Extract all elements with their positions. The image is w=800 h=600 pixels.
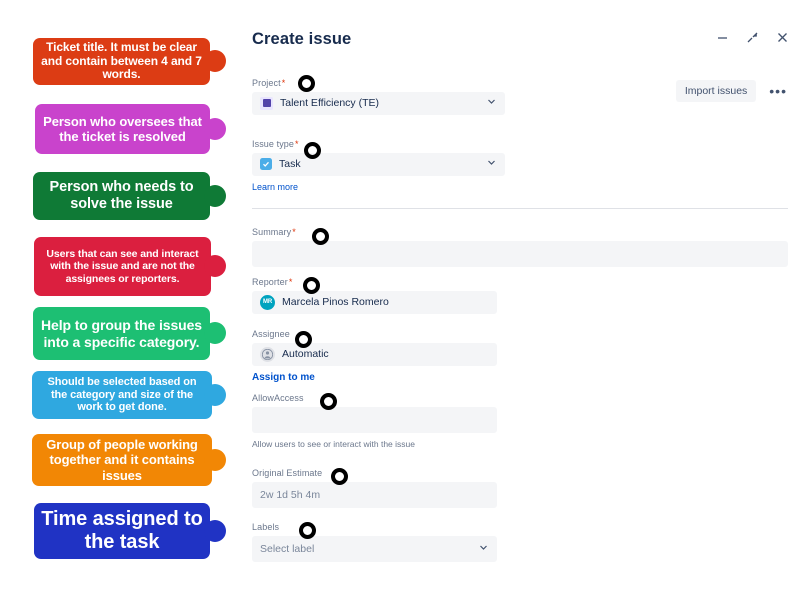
annotation-callout-project-note: Group of people working together and it … <box>32 434 212 486</box>
annotation-callout-estimate-note: Time assigned to the task <box>34 503 210 559</box>
issue-type-field: Issue type* Task Learn more <box>252 139 505 195</box>
task-type-icon <box>260 158 272 171</box>
annotation-callout-reporter-note: Person who oversees that the ticket is r… <box>35 104 210 154</box>
assignee-label: Assignee <box>252 329 290 339</box>
original-estimate-field: Original Estimate 2w 1d 5h 4m <box>252 468 497 508</box>
original-estimate-label: Original Estimate <box>252 468 323 478</box>
reporter-field: Reporter* MR Marcela Pinos Romero <box>252 277 497 314</box>
callout-endpoint-dot <box>204 322 226 344</box>
reporter-label: Reporter* <box>252 277 293 287</box>
labels-label: Labels <box>252 522 280 532</box>
issue-type-select[interactable]: Task <box>252 152 505 176</box>
labels-placeholder: Select label <box>260 542 315 555</box>
chevron-down-icon <box>487 158 496 170</box>
callout-endpoint-dot <box>204 384 226 406</box>
window-controls <box>715 30 790 45</box>
annotation-callout-issue-type-note: Should be selected based on the category… <box>32 371 212 419</box>
callout-endpoint-dot <box>204 185 226 207</box>
close-icon[interactable] <box>775 30 790 45</box>
summary-input[interactable] <box>252 240 788 267</box>
callout-endpoint-dot <box>204 118 226 140</box>
annotation-callout-allow-access-note: Users that can see and interact with the… <box>34 237 211 296</box>
minimize-icon[interactable] <box>715 30 730 45</box>
original-estimate-input[interactable]: 2w 1d 5h 4m <box>252 481 497 508</box>
annotation-callout-assignee-note: Person who needs to solve the issue <box>33 172 210 220</box>
issue-type-label: Issue type* <box>252 139 299 149</box>
user-avatar-icon <box>260 346 275 362</box>
summary-label: Summary* <box>252 227 296 237</box>
collapse-expand-icon[interactable] <box>745 30 760 45</box>
import-issues-button[interactable]: Import issues <box>675 80 757 102</box>
more-options-icon[interactable]: ••• <box>769 83 787 99</box>
dialog-actions: Import issues ••• <box>675 80 790 102</box>
section-divider <box>252 208 788 209</box>
project-label: Project* <box>252 78 286 88</box>
allow-access-field: AllowAccess Allow users to see or intera… <box>252 393 497 449</box>
annotation-callout-summary-note: Ticket title. It must be clear and conta… <box>33 38 210 85</box>
callout-endpoint-dot <box>204 50 226 72</box>
assignee-value: Automatic <box>282 348 329 361</box>
labels-field: Labels Select label <box>252 522 497 562</box>
chevron-down-icon <box>487 97 496 109</box>
create-issue-dialog: Create issue Import issues ••• Project* … <box>240 0 800 600</box>
project-field: Project* Talent Efficiency (TE) <box>252 78 505 115</box>
reporter-value: Marcela Pinos Romero <box>282 296 389 309</box>
project-value: Talent Efficiency (TE) <box>280 97 380 110</box>
original-estimate-placeholder: 2w 1d 5h 4m <box>260 488 321 501</box>
reporter-select[interactable]: MR Marcela Pinos Romero <box>252 290 497 314</box>
issue-type-value: Task <box>279 158 301 171</box>
annotation-layer: Ticket title. It must be clear and conta… <box>0 0 240 600</box>
callout-endpoint-dot <box>204 520 226 542</box>
assign-to-me-link[interactable]: Assign to me <box>252 371 315 383</box>
chevron-down-icon <box>479 543 488 555</box>
allow-access-input[interactable] <box>252 406 497 433</box>
page-title: Create issue <box>252 30 352 48</box>
allow-access-helper-text: Allow users to see or interact with the … <box>252 438 415 449</box>
project-select[interactable]: Talent Efficiency (TE) <box>252 91 505 115</box>
labels-select[interactable]: Select label <box>252 535 497 562</box>
allow-access-label: AllowAccess <box>252 393 304 403</box>
callout-endpoint-dot <box>204 449 226 471</box>
annotation-callout-labels-note: Help to group the issues into a specific… <box>33 307 210 360</box>
assignee-select[interactable]: Automatic <box>252 342 497 366</box>
learn-more-link[interactable]: Learn more <box>252 181 299 192</box>
assignee-field: Assignee Automatic Assign to me <box>252 329 497 385</box>
avatar: MR <box>260 294 275 310</box>
callout-endpoint-dot <box>204 255 226 277</box>
project-avatar-icon <box>260 96 273 110</box>
summary-field: Summary* <box>252 227 788 267</box>
